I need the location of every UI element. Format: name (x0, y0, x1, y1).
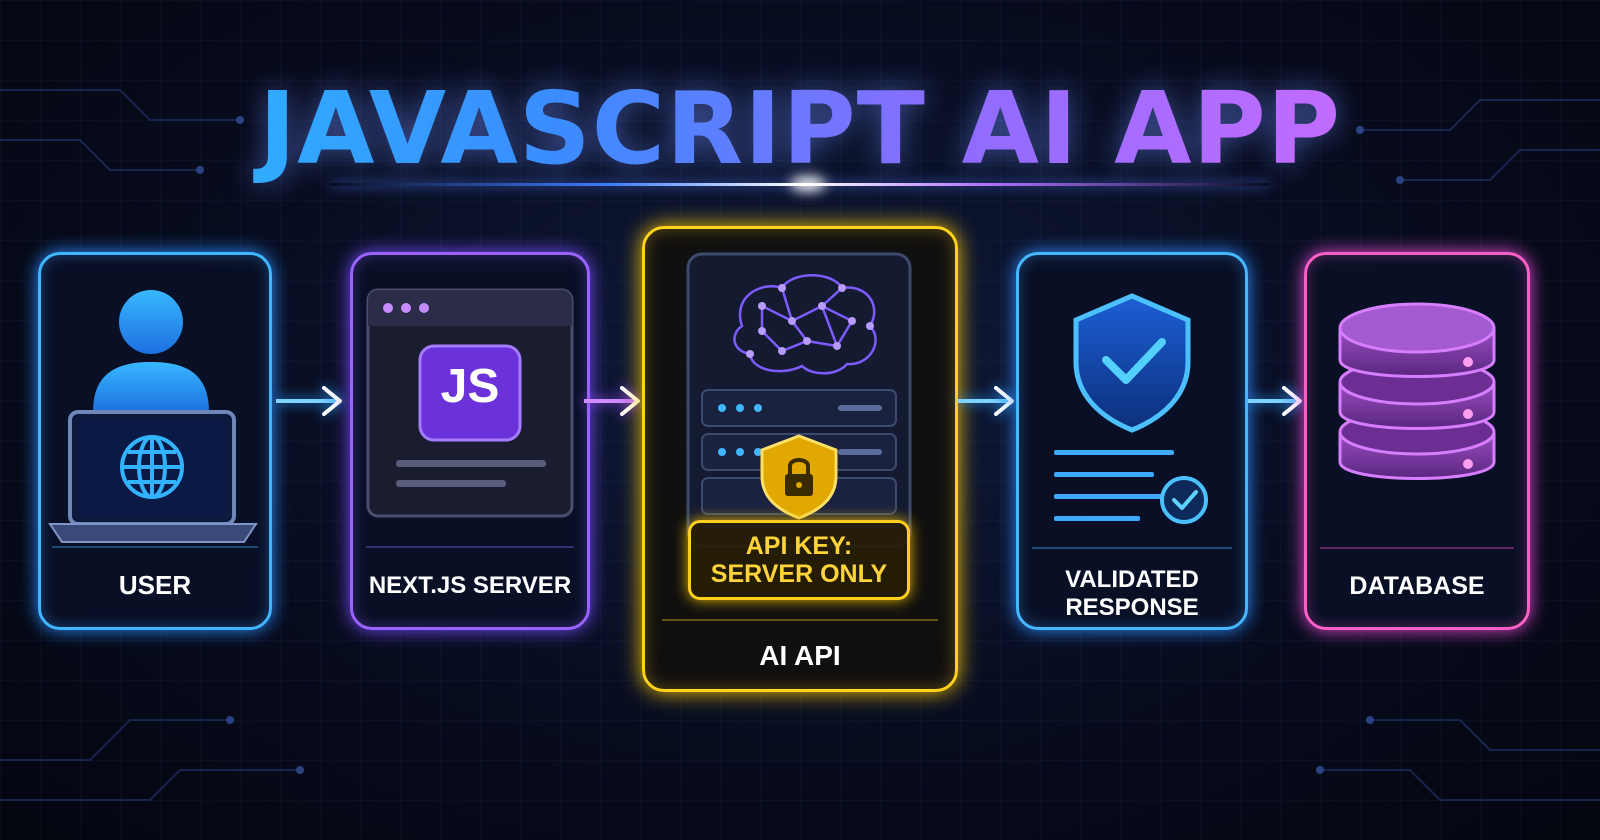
api-key-note-line1: API KEY: (745, 532, 853, 560)
node-validated-label-line1: VALIDATED (1065, 566, 1199, 593)
shield-check-document-icon (1032, 293, 1232, 549)
user-divider (52, 546, 258, 548)
title-underline-glow (790, 176, 826, 192)
node-validated-label-line2: RESPONSE (1065, 594, 1199, 621)
nextjs-divider (366, 546, 574, 548)
api-key-server-only-note: API KEY: SERVER ONLY (688, 520, 910, 600)
node-nextjs-label: NEXT.JS SERVER (368, 572, 572, 599)
edge-user-to-next-arrow (276, 386, 342, 416)
js-badge-text: JS (440, 360, 500, 413)
user-laptop-globe-icon (48, 290, 258, 543)
edge-next-to-ai-arrow (584, 386, 640, 416)
edge-ai-to-validated-arrow (958, 386, 1014, 416)
node-database-label: DATABASE (1349, 572, 1485, 600)
browser-window-js-icon (366, 288, 574, 518)
brain-server-lock-icon (662, 252, 938, 621)
node-user-label: USER (118, 570, 192, 600)
api-key-note-line2: SERVER ONLY (710, 560, 888, 588)
page-title: JAVASCRIPT AI APP (0, 70, 1600, 187)
node-ai-api-label: AI API (759, 640, 841, 671)
database-cylinder-icon (1320, 302, 1514, 549)
edge-validated-to-db-arrow (1248, 386, 1302, 416)
